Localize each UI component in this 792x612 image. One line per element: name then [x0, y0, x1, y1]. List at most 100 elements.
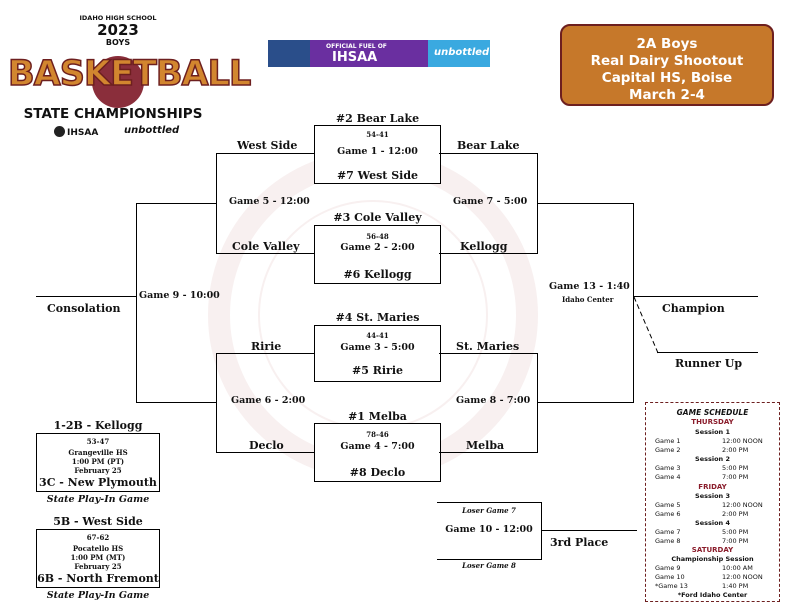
schedule-session2: Session 2: [695, 455, 730, 463]
unbottled-logo: unbottled: [124, 125, 180, 136]
schedule-game: Game 8: [655, 537, 681, 545]
bracket-line: [439, 253, 537, 254]
schedule-saturday: SATURDAY: [691, 546, 734, 554]
playin1-title: 1-2B - Kellogg: [53, 419, 143, 432]
game1-label: Game 1 - 12:00: [337, 146, 418, 157]
playin2-time: 1:00 PM (MT): [70, 553, 126, 562]
right-melba: Melba: [466, 439, 505, 452]
schedule-game: Game 5: [655, 501, 681, 509]
schedule-time: 12:00 NOON: [722, 573, 763, 581]
game3-bottom-team: #5 Ririe: [352, 364, 403, 377]
event-info-banner: 2A Boys Real Dairy Shootout Capital HS, …: [560, 24, 774, 106]
left-cole-valley: Cole Valley: [232, 240, 300, 253]
sponsor-image-left: [268, 40, 310, 67]
schedule-friday: FRIDAY: [698, 483, 727, 491]
game2-top-team: #3 Cole Valley: [333, 211, 422, 224]
bracket-line: [439, 153, 537, 154]
tournament-logo: IDAHO HIGH SCHOOL 2023 BOYS BASKETBALL S…: [7, 12, 252, 147]
schedule-game: *Game 13: [655, 582, 688, 590]
schedule-row-game1: Game 1 12:00 NOON: [655, 437, 775, 445]
bracket-line: [633, 203, 634, 403]
game3-score: 44-41: [366, 331, 389, 340]
game4-score: 78-46: [366, 430, 389, 439]
game8-label: Game 8 - 7:00: [456, 395, 531, 406]
bracket-line: [437, 502, 541, 503]
loser-game7-label: Loser Game 7: [462, 506, 516, 515]
game-schedule: GAME SCHEDULE THURSDAY Session 1 Game 1 1…: [645, 402, 780, 602]
loser-game8-label: Loser Game 8: [462, 561, 516, 570]
left-west-side: West Side: [237, 139, 298, 152]
event-dates: March 2-4: [629, 87, 705, 103]
playin1-site: Grangeville HS: [68, 448, 128, 457]
schedule-thursday: THURSDAY: [691, 418, 734, 426]
schedule-game: Game 1: [655, 437, 681, 445]
game4-bottom-team: #8 Declo: [349, 466, 406, 479]
schedule-time: 10:00 AM: [722, 564, 753, 572]
bracket-line: [216, 153, 314, 154]
schedule-session1: Session 1: [695, 428, 730, 436]
bracket-line: [537, 203, 633, 204]
bracket-line: [136, 203, 137, 403]
schedule-game: Game 2: [655, 446, 681, 454]
bracket-line: [36, 296, 136, 297]
logo-year: 2023: [97, 21, 139, 39]
third-place-label: 3rd Place: [550, 536, 609, 549]
game2-bottom-team: #6 Kellogg: [343, 268, 412, 281]
sponsor-line1: OFFICIAL FUEL OF: [326, 43, 387, 50]
bracket-line: [136, 203, 216, 204]
game13-venue: Idaho Center: [562, 295, 614, 304]
ihsaa-logo-text: IHSAA: [67, 128, 99, 138]
sponsor-right-panel: [428, 40, 490, 67]
game4-label: Game 4 - 7:00: [340, 441, 415, 452]
basketball-icon: [92, 56, 144, 108]
schedule-game: Game 7: [655, 528, 681, 536]
schedule-time: 12:00 NOON: [722, 501, 763, 509]
champion-label: Champion: [662, 302, 725, 315]
bracket-line: [657, 352, 758, 353]
event-venue: Capital HS, Boise: [601, 70, 733, 86]
playin2-bottom-team: 6B - North Fremont: [37, 572, 159, 585]
schedule-title: GAME SCHEDULE: [676, 408, 749, 417]
logo-subtitle: STATE CHAMPIONSHIPS: [23, 106, 203, 122]
schedule-time: 7:00 PM: [722, 537, 749, 545]
schedule-time: 1:40 PM: [722, 582, 749, 590]
game5-label: Game 5 - 12:00: [229, 196, 310, 207]
game1-bottom-team: #7 West Side: [336, 169, 419, 182]
bracket-line: [216, 353, 314, 354]
runner-up-dashed-line: [633, 296, 659, 354]
game3-top-team: #4 St. Maries: [335, 311, 420, 324]
bracket-line: [541, 502, 542, 560]
event-name: Real Dairy Shootout: [590, 53, 744, 69]
schedule-session4: Session 4: [695, 519, 730, 527]
game7-label: Game 7 - 5:00: [453, 196, 528, 207]
logo-gender: BOYS: [105, 38, 131, 47]
bracket-line: [439, 353, 537, 354]
playin1-date: February 25: [74, 466, 122, 475]
right-kellogg: Kellogg: [460, 240, 508, 253]
schedule-session3: Session 3: [695, 492, 730, 500]
runner-up-label: Runner Up: [675, 357, 743, 370]
game6-label: Game 6 - 2:00: [231, 395, 306, 406]
game10-label: Game 10 - 12:00: [445, 524, 533, 535]
game13-label: Game 13 - 1:40: [549, 281, 630, 292]
schedule-game: Game 10: [655, 573, 685, 581]
logo-sport: BASKETBALL: [7, 53, 252, 95]
left-ririe: Ririe: [251, 340, 282, 353]
playin1-caption: State Play-In Game: [46, 494, 150, 505]
left-declo: Declo: [249, 439, 284, 452]
ihsaa-logo: IHSAA: [54, 126, 98, 138]
schedule-championship-session: Championship Session: [671, 555, 754, 563]
event-class: 2A Boys: [636, 36, 698, 52]
schedule-game: Game 3: [655, 464, 681, 472]
schedule-footnote: *Ford Idaho Center: [677, 591, 748, 599]
bracket-line: [537, 353, 538, 453]
bracket-line: [537, 402, 633, 403]
schedule-row-game5: Game 5 12:00 NOON: [655, 501, 775, 509]
bracket-line: [216, 153, 217, 254]
right-bear-lake: Bear Lake: [457, 139, 520, 152]
schedule-time: 12:00 NOON: [722, 437, 763, 445]
